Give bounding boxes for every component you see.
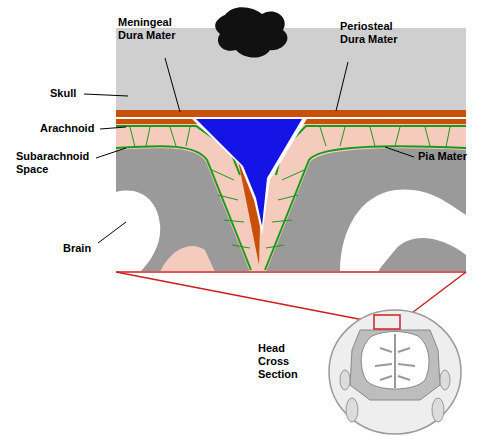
dura-label: Periosteal Dura Mater [340,20,404,46]
brain-label: Brain [63,242,103,255]
pia-label: Pia Mater [418,150,468,163]
space-label: Subarachnoid Space [16,150,98,176]
section-label: Head Cross Section [258,342,310,381]
dura-label: Meningeal Dura Mater [118,16,182,42]
skull-label: Skull [50,87,90,100]
arachnoid-label: Arachnoid [40,122,102,135]
